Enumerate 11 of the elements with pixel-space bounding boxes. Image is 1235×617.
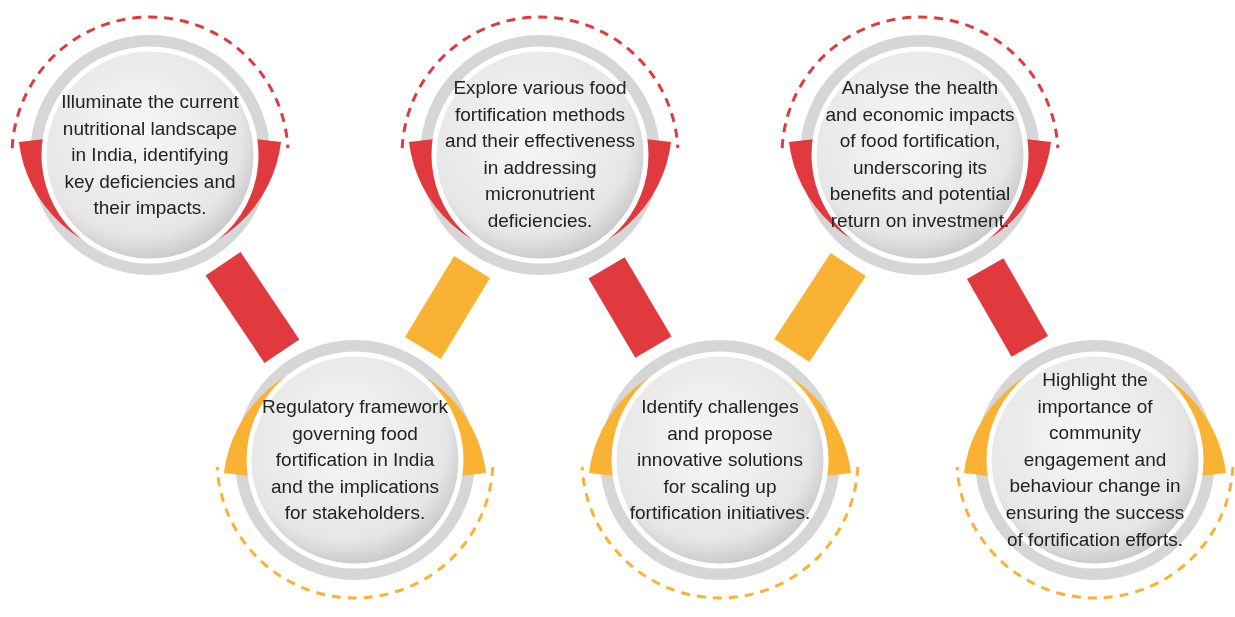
connector-band <box>967 258 1048 357</box>
node-text: Highlight the importance of community engagement and behaviour change in ensuring the success of fortification efforts. <box>1004 367 1186 552</box>
connector-band <box>774 253 866 362</box>
node-text: Explore various food fortification methods and their effectiveness in addressing micronutrient deficiencies. <box>445 76 635 234</box>
connector-band <box>205 252 300 363</box>
connector-band <box>404 256 491 359</box>
node-text: Regulatory framework governing food fortification in India and the implications for stakeholders. <box>261 394 449 525</box>
connector-band <box>588 257 672 358</box>
node-text: Illuminate the current nutritional landscape in India, identifying key deficiencies and their impacts. <box>60 89 240 220</box>
node-text: Analyse the health and economic impacts of food fortification, underscoring its benefits and potential return on investment. <box>825 76 1015 234</box>
node-text: Identify challenges and propose innovative solutions for scaling up fortification initiatives. <box>628 394 812 525</box>
